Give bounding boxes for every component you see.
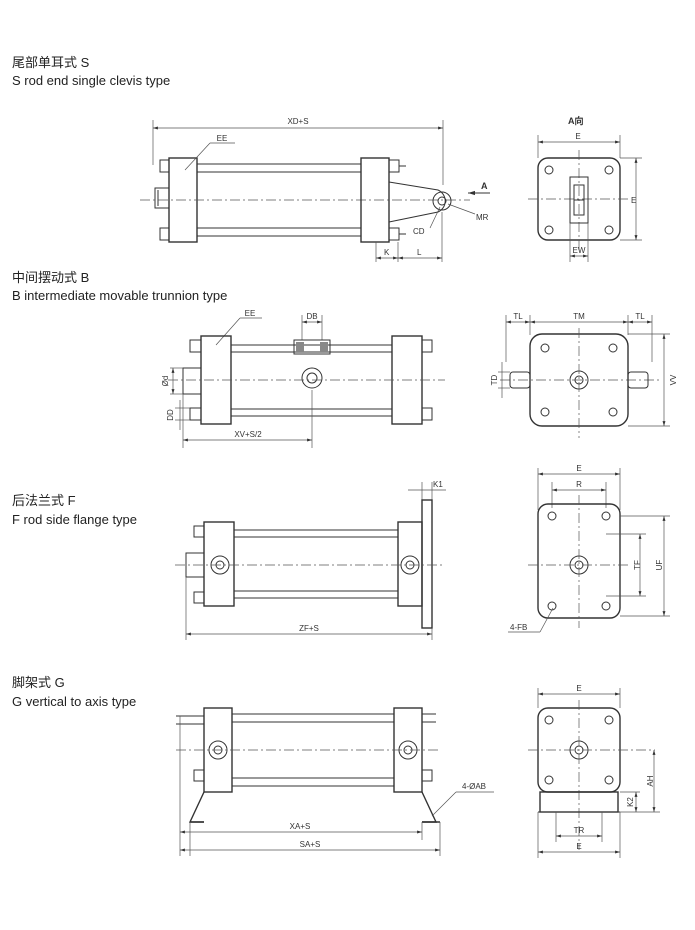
b-end-view: TL TM TL TD VV xyxy=(490,312,678,438)
s-xds-label: XD+S xyxy=(287,117,308,126)
g-ah-label: AH xyxy=(646,775,655,786)
g-ab-label: 4-ØAB xyxy=(462,782,486,791)
s-ee-label: EE xyxy=(217,134,228,143)
s-side-view: XD+S xyxy=(140,117,490,262)
s-k-label: K xyxy=(384,248,390,257)
g-k2-label: K2 xyxy=(626,797,635,807)
b-phid-label: Ød xyxy=(161,376,170,387)
f-tf-label: TF xyxy=(633,560,642,570)
g-xas-label: XA+S xyxy=(290,822,311,831)
g-sas-label: SA+S xyxy=(300,840,321,849)
f-uf-label: UF xyxy=(655,560,664,571)
b-xvs-label: XV+S/2 xyxy=(234,430,262,439)
section-g-title-en: G vertical to axis type xyxy=(12,694,137,709)
f-side-view: K1 ZF+S xyxy=(175,480,446,640)
section-s-title-cn: 尾部单耳式 S xyxy=(12,55,90,70)
section-s-title-en: S rod end single clevis type xyxy=(12,73,171,88)
g-tr-label: TR xyxy=(574,826,585,835)
f-k1-label: K1 xyxy=(433,480,443,489)
g-end-view: E AH K2 TR xyxy=(528,684,660,858)
section-f-title-en: F rod side flange type xyxy=(12,512,138,527)
g-side-view: 4-ØAB XA+S SA+S xyxy=(176,707,494,856)
f-r-label: R xyxy=(576,480,582,489)
section-g-title-cn: 脚架式 G xyxy=(12,675,65,690)
f-zfs-label: ZF+S xyxy=(299,624,319,633)
s-mr-label: MR xyxy=(476,213,489,222)
f-e-label: E xyxy=(576,464,581,473)
section-b-title-cn: 中间摆动式 B xyxy=(12,270,90,285)
b-side-view: EE DB xyxy=(161,309,445,448)
b-tm-label: TM xyxy=(573,312,585,321)
s-e-label: E xyxy=(575,132,580,141)
s-cd-label: CD xyxy=(413,227,425,236)
s-end-view: A向 E E EW xyxy=(528,115,642,262)
f-fb-label: 4-FB xyxy=(510,623,527,632)
b-tl1-label: TL xyxy=(513,312,523,321)
section-f-title-cn: 后法兰式 F xyxy=(12,493,76,508)
b-tl2-label: TL xyxy=(635,312,645,321)
b-db-label: DB xyxy=(306,312,317,321)
f-end-view: E R TF UF xyxy=(508,464,670,633)
s-view-label: A向 xyxy=(568,115,584,126)
b-ee-label: EE xyxy=(245,309,256,318)
g-e-top-label: E xyxy=(576,684,581,693)
g-e-bot-label: E xyxy=(576,842,581,851)
b-dd-label: DD xyxy=(166,409,175,421)
s-l-label: L xyxy=(417,248,422,257)
b-td-label: TD xyxy=(490,374,499,385)
s-e-side-label: E xyxy=(631,196,636,205)
b-vv-label: VV xyxy=(669,374,678,385)
s-a-label: A xyxy=(481,181,488,191)
s-ew-label: EW xyxy=(573,246,586,255)
section-b-title-en: B intermediate movable trunnion type xyxy=(12,288,228,303)
